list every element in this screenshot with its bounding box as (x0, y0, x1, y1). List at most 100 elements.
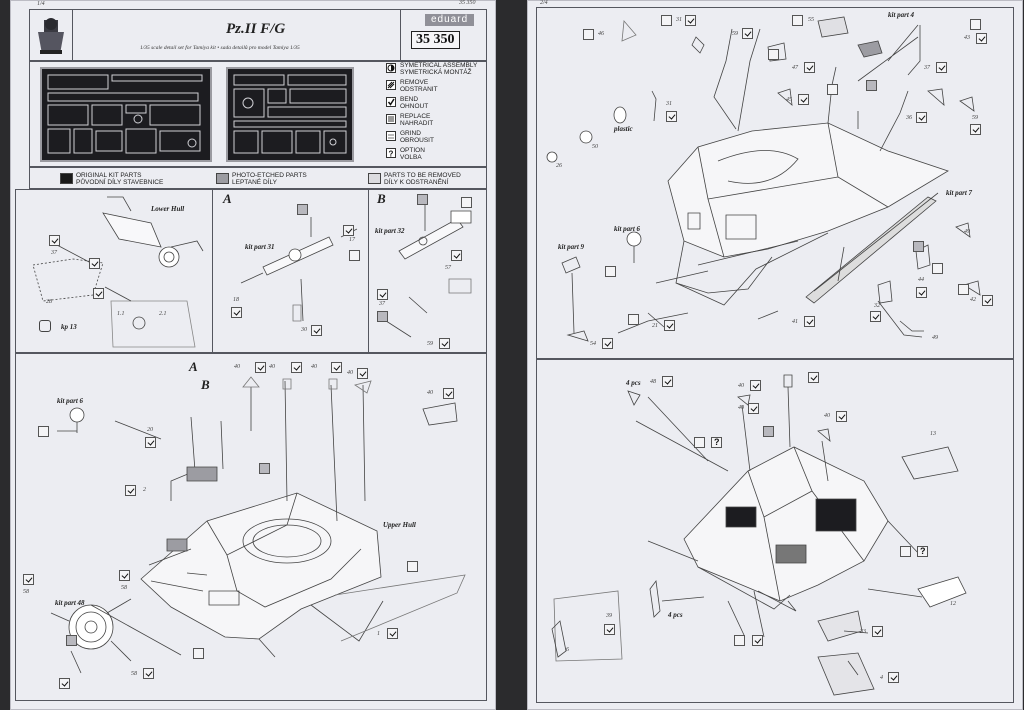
part-checkbox (750, 380, 761, 391)
part-number: 49 (964, 229, 970, 235)
symmetry-icon (386, 63, 396, 73)
symbol-label: OPTION (400, 147, 425, 154)
part-checkbox (311, 325, 322, 336)
part-number: 40 (234, 364, 240, 370)
legend-swatch-original (60, 173, 73, 184)
part-number: 6 (566, 647, 569, 653)
symbol-label: SYMETRICAL ASSEMBLY (400, 62, 478, 69)
kit-part-9-label: kit part 9 (558, 243, 585, 251)
upper-hull-panel (15, 353, 487, 701)
part-number: 37 (924, 65, 930, 71)
page-code: 35 350 (459, 0, 476, 6)
part-number: 54 (590, 341, 596, 347)
part-number: 21 (652, 323, 658, 329)
symbol-label: VOLBA (400, 154, 422, 161)
part-checkbox (982, 295, 993, 306)
part-number: 28 (46, 299, 52, 305)
bend-icon (386, 97, 396, 107)
part-number: 58 (121, 585, 127, 591)
part-checkbox (461, 197, 472, 208)
part-number: 50 (592, 144, 598, 150)
part-checkbox (23, 574, 34, 585)
kit-part-31-label: kit part 31 (245, 243, 275, 251)
hull-side-drawing (528, 1, 1022, 709)
part-number: 44 (918, 277, 924, 283)
part-number: 45 (786, 97, 792, 103)
part-number: 2.1 (159, 311, 167, 317)
part-checkbox (343, 225, 354, 236)
part-checkbox (119, 570, 130, 581)
part-checkbox (804, 316, 815, 327)
part-number: 46 (598, 31, 604, 37)
part-number: 39 (606, 613, 612, 619)
option-icon: ? (386, 148, 396, 158)
part-checkbox (888, 672, 899, 683)
part-checkbox (59, 678, 70, 689)
photo-etch-fret-1 (40, 67, 212, 162)
part-checkbox (836, 411, 847, 422)
part-number: 59 (732, 31, 738, 37)
legend-label: LEPTANÉ DÍLY (232, 179, 277, 186)
part-checkbox (970, 19, 981, 30)
symbol-label: OBROUSIT (400, 137, 434, 144)
kit-part-7-label: kit part 7 (946, 189, 973, 197)
part-number: 13 (930, 431, 936, 437)
part-checkbox (742, 28, 753, 39)
kit-part-32-label: kit part 32 (375, 227, 405, 235)
part-number: 20 (147, 427, 153, 433)
part-checkbox (872, 626, 883, 637)
kit-part-6-label: kit part 6 (57, 397, 84, 405)
symbol-label: OHNOUT (400, 103, 429, 110)
kit-part-symbol-icon (39, 320, 51, 332)
legend-label: PARTS TO BE REMOVED (384, 172, 461, 179)
part-checkbox (734, 635, 745, 646)
part-checkbox (231, 307, 242, 318)
page-subtitle: 1/35 scale detail set for Tamiya kit • s… (140, 45, 300, 51)
page-title: Pz.II F/G (226, 21, 286, 37)
legend-label: PŮVODNÍ DÍLY STAVEBNICE (76, 179, 164, 186)
header-box: Pz.II F/G 1/35 scale detail set for Tami… (29, 9, 487, 61)
part-checkbox (605, 266, 616, 277)
part-number: 36 (906, 115, 912, 121)
part-number: 31 (666, 101, 672, 107)
part-checkbox (583, 29, 594, 40)
part-number: 31 (676, 17, 682, 23)
part-checkbox (804, 62, 815, 73)
part-checkbox (89, 258, 100, 269)
part-number: 37 (51, 250, 57, 256)
part-number: 59 (427, 341, 433, 347)
legend-swatch-removed (368, 173, 381, 184)
part-number: 32 (874, 303, 880, 309)
part-checkbox (798, 94, 809, 105)
part-number: 12 (950, 601, 956, 607)
step-title-upper-hull: Upper Hull (383, 521, 416, 529)
part-number: 26 (556, 163, 562, 169)
part-number: 43 (964, 35, 970, 41)
part-number: 41 (792, 319, 798, 325)
part-number: 42 (970, 297, 976, 303)
symbol-label: REPLACE (400, 113, 431, 120)
part-number: 18 (233, 297, 239, 303)
step-title-lower-hull: Lower Hull (151, 205, 185, 213)
part-number: 40 (427, 390, 433, 396)
part-number: 58 (131, 671, 137, 677)
four-pcs-label: 4 pcs (668, 611, 683, 619)
kit-part-48-label: kit part 48 (55, 599, 85, 607)
right-top-panel (536, 7, 1014, 359)
step-letter-b: B (377, 191, 386, 206)
part-checkbox (193, 648, 204, 659)
part-checkbox (866, 80, 877, 91)
part-checkbox (808, 372, 819, 383)
part-number: 40 (738, 405, 744, 411)
part-checkbox (664, 320, 675, 331)
part-checkbox (662, 376, 673, 387)
step-letter-a: A (223, 191, 232, 206)
eduard-logo: eduard (425, 14, 475, 26)
page-number: 1/4 (37, 1, 45, 7)
eduard-crest-logo (30, 10, 73, 60)
part-number: 47 (792, 65, 798, 71)
kit-part-6-label: kit part 6 (614, 225, 641, 233)
part-checkbox (443, 388, 454, 399)
part-number: 40 (738, 383, 744, 389)
instruction-page-left: 1/4 35 350 Pz.II F/G 1/35 scale detail s… (10, 0, 496, 710)
